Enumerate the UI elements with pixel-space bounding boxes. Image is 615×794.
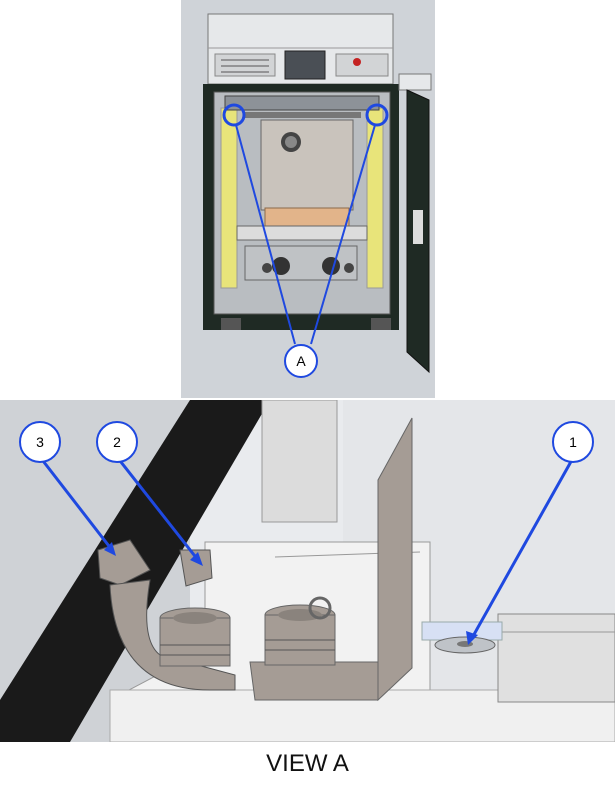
- left-clamp-body: [109, 579, 236, 691]
- rail-block: [497, 613, 615, 703]
- leader-line-2: [115, 456, 200, 561]
- bolt-2: [179, 549, 213, 587]
- highlight-circle-right: [365, 103, 389, 127]
- upper-block: [261, 400, 338, 523]
- overview-drawing: A: [181, 0, 435, 398]
- machine-overview-view: A: [181, 0, 435, 398]
- callout-3-label: 3: [36, 434, 44, 450]
- leader-line-left: [235, 124, 296, 345]
- callout-3-circle: [19, 421, 61, 463]
- callout-1-circle: [552, 421, 594, 463]
- callout-1-label: 1: [569, 434, 577, 450]
- view-caption: VIEW A: [266, 750, 349, 777]
- leader-line-right: [310, 124, 376, 345]
- emergency-stop-icon: [353, 58, 361, 66]
- callout-a-label: A: [296, 353, 306, 369]
- l-bracket: [377, 417, 413, 702]
- callout-2-label: 2: [113, 434, 121, 450]
- control-screen: [284, 50, 326, 80]
- highlight-circle-left: [222, 103, 246, 127]
- callout-2-circle: [96, 421, 138, 463]
- detail-view-a: 3 2 1: [0, 400, 615, 742]
- detail-drawing: 3 2 1: [0, 400, 615, 742]
- leader-line-1: [470, 457, 575, 639]
- leader-line-3: [38, 456, 114, 551]
- center-block: [260, 119, 354, 211]
- callout-a-circle: [284, 344, 318, 378]
